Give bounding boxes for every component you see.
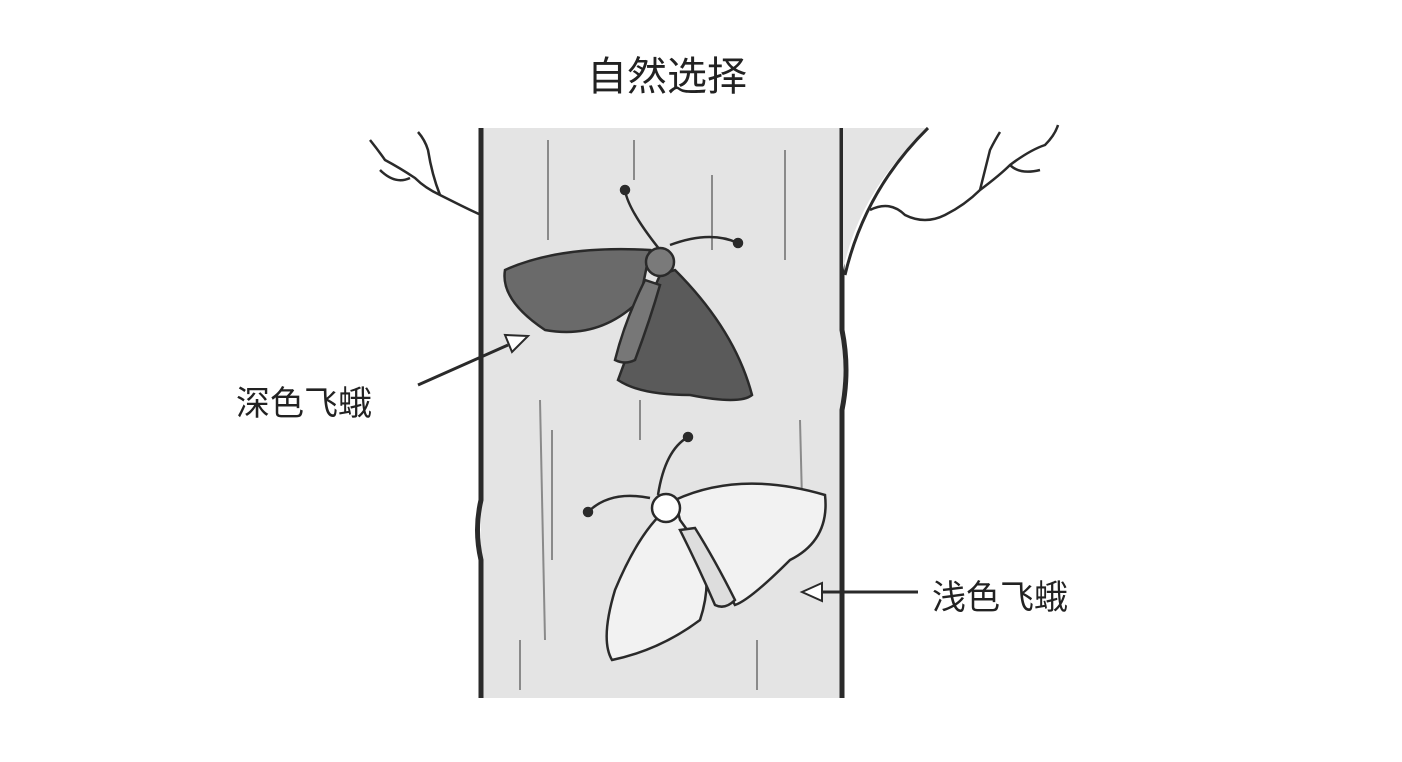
light-moth [582, 431, 827, 662]
dark-moth-label: 深色飞蛾 [236, 384, 372, 424]
diagram-title: 自然选择 [587, 54, 747, 100]
dark-moth-arrow [417, 333, 531, 387]
branches [369, 124, 1060, 222]
dark-moth [503, 184, 754, 402]
light-moth-arrow [799, 581, 918, 603]
light-moth-label: 浅色飞蛾 [932, 578, 1068, 618]
